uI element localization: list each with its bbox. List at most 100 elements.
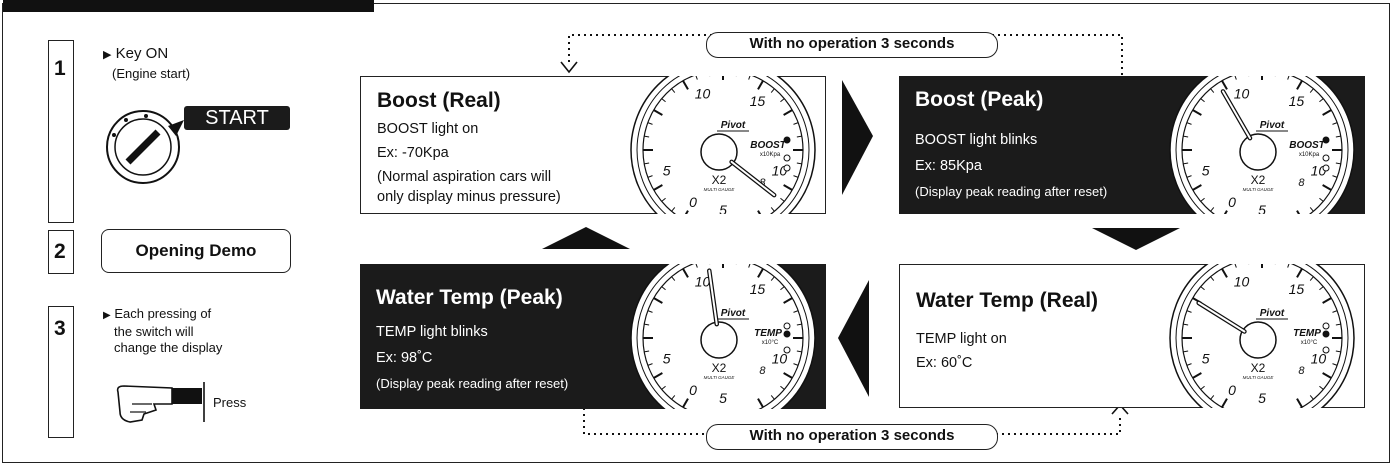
pivot-logo: Pivot xyxy=(721,120,746,131)
gauge-tick-label: 10 xyxy=(695,86,711,102)
gauge-model-label: X2 xyxy=(712,361,727,375)
gauge-led xyxy=(783,154,791,162)
panel-water-real-line-1: TEMP light on xyxy=(916,331,1007,347)
gauge-submodel-label: MULTI GAUGE xyxy=(1243,375,1275,380)
gauge-submodel-label: MULTI GAUGE xyxy=(704,375,736,380)
gauge-tick-label: 10 xyxy=(1234,86,1250,102)
step-1-title: ▶ Key ON xyxy=(103,45,168,62)
step-2-number-box: 2 xyxy=(48,230,74,274)
gauge-mode-unit: x10°C xyxy=(762,340,779,346)
step-3-number: 3 xyxy=(54,317,66,340)
gauge-tick-label: 8 xyxy=(1298,365,1305,377)
gauge-led xyxy=(1322,322,1330,330)
gauge-tick-label: 15 xyxy=(750,281,766,297)
gauge-mode-label: BOOST xyxy=(750,140,786,151)
panel-water-peak-line-1: TEMP light blinks xyxy=(376,324,488,340)
key-on-label: Key ON xyxy=(115,45,169,62)
gauge-tick-label: 8 xyxy=(759,177,766,189)
gauge-tick-label: 0 xyxy=(1228,194,1236,210)
panel-water-real-line-2: Ex: 60˚C xyxy=(916,355,973,371)
gauge-led xyxy=(783,322,791,330)
gauge-tick-label: 10 xyxy=(772,351,788,367)
gauge-mode-unit: x10°C xyxy=(1301,340,1318,346)
arrow-down-icon xyxy=(1092,228,1180,250)
panel-boost-real-title: Boost (Real) xyxy=(377,89,501,112)
start-badge: START xyxy=(184,106,290,130)
gauge-tick-label: 5 xyxy=(663,351,671,367)
gauge-tick-label: 10 xyxy=(1311,163,1327,179)
gauge-mode-unit: x10Kpa xyxy=(760,152,781,158)
arrow-left-icon xyxy=(838,280,869,397)
pressing-hand-icon xyxy=(116,382,205,423)
panel-boost-peak-line-3: (Display peak reading after reset) xyxy=(915,184,1108,199)
arrow-right-icon xyxy=(842,80,873,195)
panel-boost-real-line-2: Ex: -70Kpa xyxy=(377,145,449,161)
gauge-mode-label: TEMP xyxy=(754,328,782,339)
gauge-tick-label: 15 xyxy=(750,93,766,109)
gauge-led xyxy=(1322,346,1330,354)
header-tab xyxy=(3,0,373,12)
pivot-logo: Pivot xyxy=(1260,120,1285,131)
gauge-submodel-label: MULTI GAUGE xyxy=(1243,187,1275,192)
panel-water-peak-line-3: (Display peak reading after reset) xyxy=(376,376,569,391)
step-3-number-box: 3 xyxy=(48,306,74,438)
step-3-text: ▶ Each pressing of the switch will chang… xyxy=(103,306,222,356)
gauge-tick-label: 10 xyxy=(1311,351,1327,367)
gauge-tick-label: 8 xyxy=(759,365,766,377)
opening-demo-label: Opening Demo xyxy=(135,241,257,260)
gauge-tick-label: 10 xyxy=(772,163,788,179)
gauge-led xyxy=(783,346,791,354)
gauge-tick-label: 15 xyxy=(1289,93,1305,109)
step-3-line-3: change the display xyxy=(114,340,223,355)
gauge-led xyxy=(1322,136,1330,144)
gauge-tick-label: 5 xyxy=(1258,202,1266,214)
triangle-bullet-icon: ▶ xyxy=(103,310,111,321)
header-tab-edge xyxy=(373,0,374,12)
panel-boost-real-line-4: only display minus pressure) xyxy=(377,189,561,205)
cycle-label-top: With no operation 3 seconds xyxy=(706,32,998,58)
gauge-mode-label: BOOST xyxy=(1289,140,1325,151)
gauge-tick-label: 15 xyxy=(1289,281,1305,297)
gauge-tick-label: 8 xyxy=(1298,177,1305,189)
gauge-tick-label: 10 xyxy=(1234,274,1250,290)
diagram-frame xyxy=(2,3,1390,463)
gauge-tick-label: 5 xyxy=(663,163,671,179)
panel-water-peak-line-2: Ex: 98˚C xyxy=(376,350,433,366)
step-1-number: 1 xyxy=(54,57,66,80)
gauge-led xyxy=(1322,164,1330,172)
cycle-label-bottom: With no operation 3 seconds xyxy=(706,424,998,450)
panel-boost-real-line-3: (Normal aspiration cars will xyxy=(377,169,552,185)
gauge-tick-label: 0 xyxy=(689,194,697,210)
step-1-number-box: 1 xyxy=(48,40,74,223)
gauge-tick-label: 5 xyxy=(1258,390,1266,406)
gauge-tick-label: 0 xyxy=(689,382,697,398)
gauge-tick-label: 0 xyxy=(1228,382,1236,398)
gauge-mode-label: TEMP xyxy=(1293,328,1321,339)
gauge-model-label: X2 xyxy=(712,173,727,187)
pivot-logo: Pivot xyxy=(1260,308,1285,319)
triangle-bullet-icon: ▶ xyxy=(103,49,112,61)
press-label: Press xyxy=(213,395,247,410)
gauge-led xyxy=(783,136,791,144)
panel-boost-peak-line-2: Ex: 85Kpa xyxy=(915,158,982,174)
gauge-tick-label: 5 xyxy=(719,202,727,214)
opening-demo-box: Opening Demo xyxy=(101,229,291,273)
pivot-logo: Pivot xyxy=(721,308,746,319)
panel-boost-real-line-1: BOOST light on xyxy=(377,121,479,137)
gauge-tick-label: 5 xyxy=(719,390,727,406)
gauge-tick-label: 5 xyxy=(1202,351,1210,367)
gauge-model-label: X2 xyxy=(1251,361,1266,375)
ignition-key-icon xyxy=(106,110,184,184)
panel-water-real-title: Water Temp (Real) xyxy=(916,289,1099,312)
step-3-line-2: the switch will xyxy=(114,324,194,339)
panel-boost-peak-title: Boost (Peak) xyxy=(915,88,1044,111)
gauge-submodel-label: MULTI GAUGE xyxy=(704,187,736,192)
step-3-line-1: Each pressing of xyxy=(114,306,212,321)
panel-boost-peak-line-1: BOOST light blinks xyxy=(915,132,1038,148)
arrow-up-icon xyxy=(542,227,630,249)
